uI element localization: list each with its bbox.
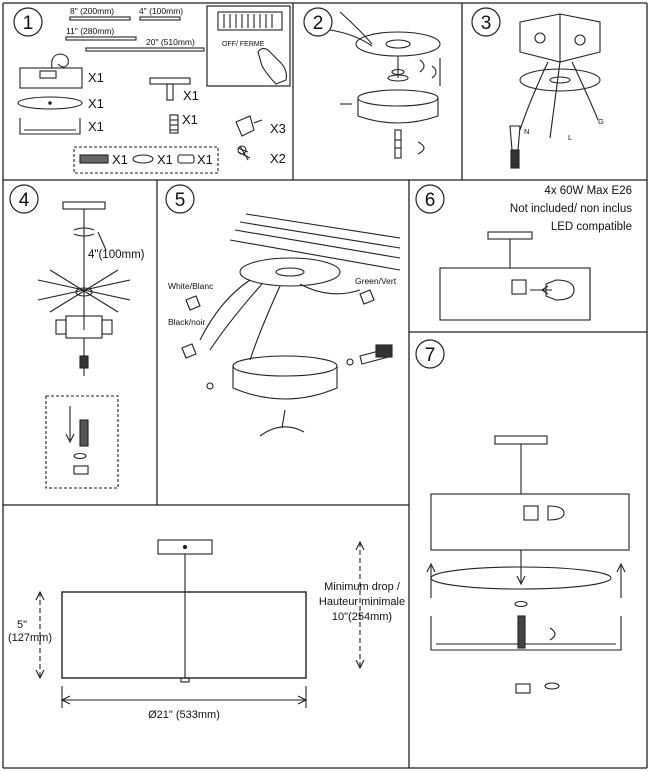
- shade-dim: [61, 591, 307, 679]
- canopy-6: [487, 231, 533, 240]
- canopy: [357, 89, 439, 107]
- rod-8in-label: 8" (200mm): [70, 6, 114, 16]
- panel-7-final: [426, 435, 630, 694]
- hand-icon: [257, 47, 287, 85]
- detail-box-4: [45, 395, 119, 489]
- step-number-5: 5: [175, 190, 186, 211]
- panel-3-junction: [509, 13, 601, 169]
- bulb-spec-line-2: Not included/ non inclus: [510, 203, 632, 215]
- step-numbers: [9, 7, 501, 369]
- diameter-label: Ø21" (533mm): [148, 709, 220, 721]
- rod-11in: [65, 36, 137, 41]
- wire-nut-left-2: [181, 343, 197, 359]
- wire-nut-right: [359, 289, 375, 305]
- socket-6: [511, 279, 527, 295]
- breaker-panel-icon: [217, 11, 283, 31]
- rod-20in-label: 20" (510mm): [146, 37, 195, 47]
- wire-label-n: N: [524, 127, 529, 136]
- rotate-arrow-icon: [431, 65, 437, 79]
- washer-strip-part: [79, 154, 109, 164]
- qty-t-connector: X1: [183, 88, 199, 103]
- canopy-7: [494, 435, 548, 445]
- qty-nut: X1: [157, 152, 173, 167]
- threaded-nipple-part: [169, 114, 179, 134]
- panel-6-bulbs: [439, 231, 591, 321]
- shade-bottom-7: [430, 616, 622, 651]
- panel-5-wiring: [181, 213, 401, 437]
- qty-washer: X1: [112, 152, 128, 167]
- nut-part: [132, 154, 154, 164]
- step-number-6: 6: [425, 190, 436, 211]
- rotate-arrow-7: [549, 627, 556, 641]
- bulb-spec-line-1: 4x 60W Max E26: [544, 185, 632, 197]
- bulb-icon: [545, 279, 575, 301]
- dimension-drawing: [35, 539, 365, 708]
- nipple: [394, 129, 402, 159]
- wire-nut-icon: [235, 115, 255, 137]
- green-wire-label: Green/Vert: [355, 276, 397, 286]
- screwdriver-icon: [509, 125, 521, 151]
- panel-2-canopy: [329, 11, 441, 159]
- rod-11in-label: 11" (280mm): [66, 26, 114, 36]
- bulb-spec-line-3: LED compatible: [551, 221, 632, 233]
- spacer-part: [177, 154, 195, 164]
- canopy-4: [62, 201, 106, 210]
- hardware-box: [73, 146, 219, 174]
- step-number-4: 4: [19, 190, 30, 211]
- wires-5: [199, 279, 361, 361]
- rod-4in-label: 4" (100mm): [139, 6, 183, 16]
- wire-nut-left-1: [185, 295, 201, 311]
- black-wire-label: Black/noir: [168, 317, 205, 327]
- white-wire-label: White/Blanc: [168, 281, 214, 291]
- qty-diffuser: X1: [88, 96, 104, 111]
- canopy-5: [232, 355, 338, 377]
- bracket-5: [239, 257, 341, 287]
- qty-canopy: X1: [88, 70, 104, 85]
- shade-part: [19, 118, 81, 135]
- step-number-2: 2: [313, 13, 324, 34]
- rod-8in: [69, 16, 131, 21]
- min-drop-label-2: Hauteur minimale: [319, 596, 405, 608]
- panel-4-rod: [37, 201, 131, 489]
- t-connector-part: [149, 77, 191, 85]
- step-number-1: 1: [23, 13, 34, 34]
- qty-spacer: X1: [197, 152, 213, 167]
- rod-4in-callout: 4"(100mm): [88, 249, 145, 261]
- rod-20in: [85, 47, 205, 52]
- socket-7: [523, 505, 539, 521]
- bracket-3: [519, 68, 601, 92]
- switch-inset: [206, 5, 291, 87]
- qty-nipple: X1: [182, 112, 198, 127]
- step-number-3: 3: [481, 13, 492, 34]
- min-drop-label-3: 10"(254mm): [332, 611, 392, 623]
- supply-wires: [329, 11, 373, 47]
- step-number-7: 7: [425, 345, 436, 366]
- switch-label: OFF/ FERME: [222, 41, 265, 48]
- height-label-1: 5": [17, 619, 27, 631]
- qty-shade: X1: [88, 119, 104, 134]
- panel-1-parts: [17, 5, 291, 174]
- bulb-icon-7: [547, 505, 565, 521]
- wire-label-g: G: [598, 117, 604, 126]
- canopy-box-part: [19, 67, 83, 89]
- height-label-2: (127mm): [8, 632, 52, 644]
- rotate-arrow-icon-2: [417, 141, 425, 155]
- qty-wire-nut: X3: [270, 121, 286, 136]
- hook-icon: [51, 53, 69, 69]
- wire-label-l: L: [568, 133, 572, 142]
- socket-arms: [37, 269, 131, 313]
- diffuser-part: [17, 96, 83, 110]
- rod-4in: [139, 16, 181, 21]
- min-drop-label-1: Minimum drop /: [324, 581, 401, 593]
- qty-screw: X2: [270, 151, 286, 166]
- shade-7: [430, 493, 630, 551]
